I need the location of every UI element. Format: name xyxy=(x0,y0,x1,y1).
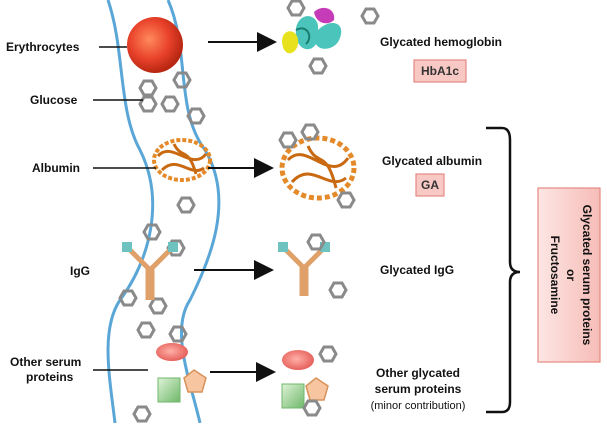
hemoglobin-structure xyxy=(282,7,342,54)
label-glycated-hemoglobin: Glycated hemoglobin xyxy=(380,35,502,49)
label-glucose: Glucose xyxy=(30,93,78,107)
albumin-protein xyxy=(152,138,212,182)
label-igg: IgG xyxy=(70,264,90,278)
vessel-wall-left xyxy=(106,0,155,424)
glycated-igg xyxy=(278,242,330,296)
glycated-albumin-structure xyxy=(279,135,357,201)
svg-text:Fructosamine: Fructosamine xyxy=(548,236,562,315)
label-minor-contribution: (minor contribution) xyxy=(371,400,466,412)
grouping-brace xyxy=(486,126,521,414)
label-erythrocytes: Erythrocytes xyxy=(6,40,80,54)
label-other-serum-1: Other serum xyxy=(10,355,81,369)
left-leader-lines xyxy=(93,46,156,371)
svg-text:Glycated serum proteins: Glycated serum proteins xyxy=(580,205,594,346)
arrows xyxy=(194,32,277,382)
fructosamine-box: Glycated serum proteins or Fructosamine xyxy=(537,187,601,363)
svg-text:HbA1c: HbA1c xyxy=(421,64,459,78)
label-glycated-albumin: Glycated albumin xyxy=(382,154,482,168)
other-glycated-proteins xyxy=(281,345,338,417)
svg-text:GA: GA xyxy=(421,178,439,192)
label-other-glycated-1: Other glycated xyxy=(376,366,460,380)
label-glycated-igg: Glycated IgG xyxy=(380,263,454,277)
igg-antibody xyxy=(122,242,178,300)
label-albumin: Albumin xyxy=(32,161,80,175)
erythrocyte xyxy=(127,17,183,73)
tag-ga: GA xyxy=(415,173,445,197)
label-other-glycated-2: serum proteins xyxy=(375,382,462,396)
other-proteins xyxy=(156,343,207,403)
svg-text:or: or xyxy=(564,269,578,281)
tag-hba1c: HbA1c xyxy=(413,59,467,83)
label-other-serum-2: proteins xyxy=(26,370,74,384)
